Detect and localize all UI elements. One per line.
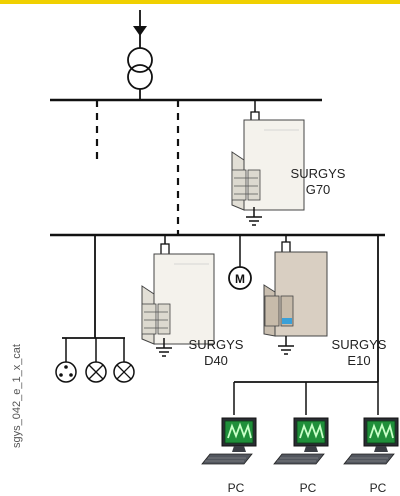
transformer-icon	[127, 47, 153, 100]
label-g70: SURGYS G70	[287, 166, 349, 198]
computer-icon	[273, 417, 329, 465]
computer-icon	[201, 417, 257, 465]
device-model: D40	[204, 353, 228, 368]
device-brand: SURGYS	[188, 337, 244, 352]
device-brand: SURGYS	[290, 166, 346, 181]
surge-protector-e10	[263, 235, 328, 355]
reference-code: sgys_042_e_1_x_cat	[11, 344, 23, 448]
pc-label: PC	[227, 481, 245, 495]
device-brand: SURGYS	[331, 337, 387, 352]
motor-icon	[228, 235, 252, 290]
device-model: E10	[347, 353, 371, 368]
label-e10: SURGYS E10	[328, 337, 390, 369]
motor-symbol: M	[235, 272, 245, 286]
incoming-supply	[133, 10, 147, 48]
socket-outlet-icon	[55, 361, 77, 383]
pc-label: PC	[299, 481, 317, 495]
computer-icon	[343, 417, 399, 465]
surge-protector-d40	[141, 235, 215, 357]
top-accent-bar	[0, 0, 400, 4]
lamp-icon	[85, 361, 107, 383]
pc-label: PC	[369, 481, 387, 495]
device-model: G70	[305, 182, 331, 197]
surge-protector-g70	[231, 100, 305, 226]
pc-network-feeder	[233, 235, 379, 415]
lamp-icon	[113, 361, 135, 383]
label-d40: SURGYS D40	[185, 337, 247, 369]
lighting-feeder	[62, 235, 125, 362]
